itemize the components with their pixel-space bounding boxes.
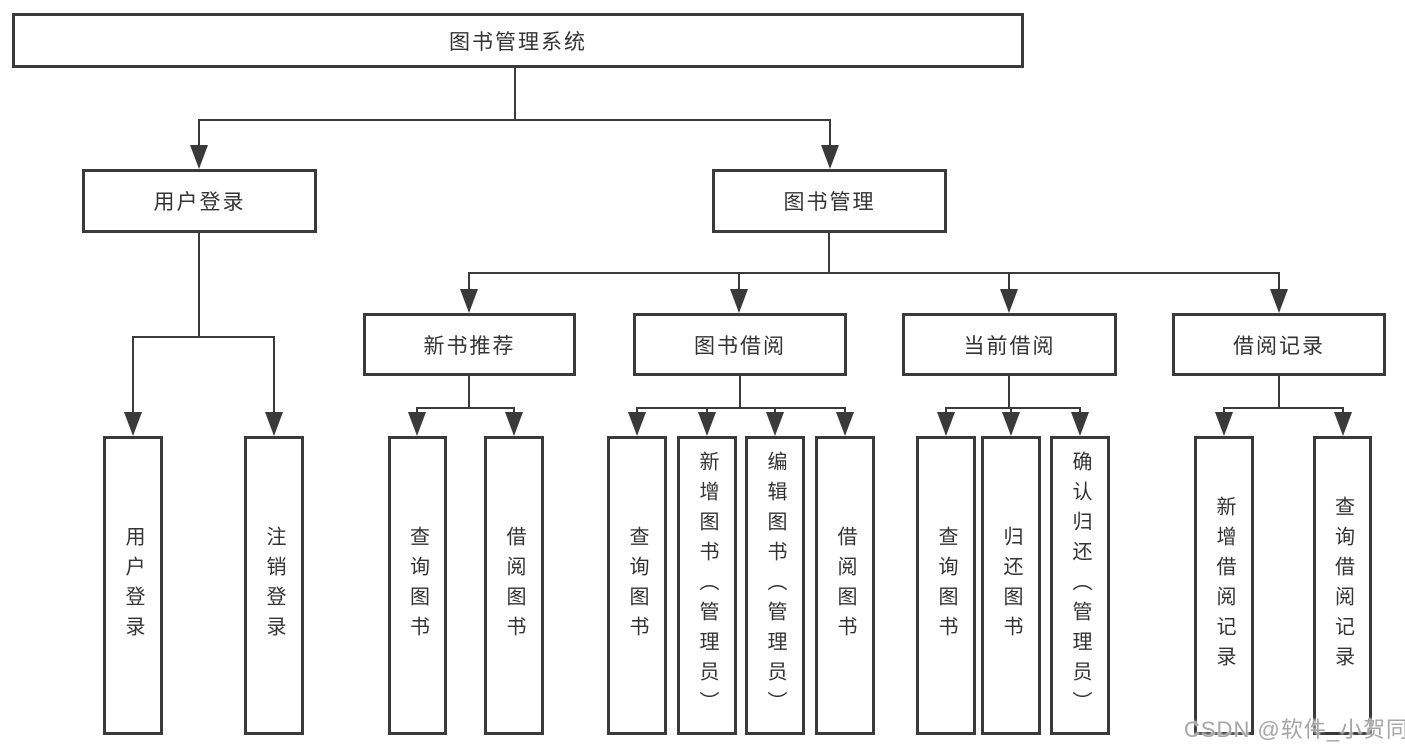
leaf-recommend-borrow-book: 借阅图书: [484, 436, 544, 735]
arrow-down-icon: [190, 145, 208, 169]
connector-line: [945, 407, 1081, 409]
arrow-down-icon: [1334, 412, 1352, 436]
connector-line: [1008, 376, 1010, 408]
leaf-user-login-label: 用户登录: [122, 525, 144, 646]
leaf-borrow-query-book-label: 查询图书: [626, 525, 648, 646]
leaf-logout: 注销登录: [244, 436, 304, 735]
arrow-down-icon: [265, 412, 283, 436]
arrow-down-icon: [1270, 289, 1288, 313]
leaf-recommend-query-book-label: 查询图书: [406, 525, 429, 646]
connector-line: [198, 119, 200, 151]
node-current-borrow: 当前借阅: [902, 313, 1117, 376]
connector-line: [198, 233, 200, 336]
leaf-edit-book-admin-label: 编辑图书（管理员）: [764, 450, 786, 721]
arrow-down-icon: [766, 412, 784, 436]
connector-line: [468, 272, 470, 296]
arrow-down-icon: [505, 412, 523, 436]
arrow-down-icon: [1000, 289, 1018, 313]
connector-line: [198, 119, 831, 121]
leaf-current-query-book-label: 查询图书: [935, 525, 957, 646]
leaf-add-borrow-record: 新增借阅记录: [1194, 436, 1254, 735]
node-borrow-records-label: 借阅记录: [1233, 334, 1325, 358]
node-root: 图书管理系统: [12, 13, 1024, 68]
leaf-borrow-query-book: 查询图书: [607, 436, 667, 735]
leaf-query-borrow-record: 查询借阅记录: [1313, 436, 1372, 735]
node-user-login-label: 用户登录: [153, 191, 246, 214]
connector-line: [514, 67, 516, 119]
arrow-down-icon: [836, 412, 854, 436]
arrow-down-icon: [698, 412, 716, 436]
leaf-add-book-admin: 新增图书（管理员）: [677, 436, 737, 735]
leaf-logout-label: 注销登录: [263, 525, 285, 646]
leaf-query-borrow-record-label: 查询借阅记录: [1331, 495, 1354, 676]
arrow-down-icon: [937, 412, 955, 436]
connector-line: [469, 272, 1280, 274]
node-book-management: 图书管理: [712, 169, 947, 233]
connector-line: [1008, 272, 1010, 296]
connector-line: [1278, 376, 1280, 408]
arrow-down-icon: [1002, 412, 1020, 436]
connector-line: [1223, 407, 1344, 409]
leaf-return-book: 归还图书: [981, 436, 1041, 735]
connector-line: [132, 336, 275, 338]
arrow-down-icon: [730, 289, 748, 313]
connector-line: [1278, 272, 1280, 296]
connector-line: [468, 376, 470, 408]
leaf-recommend-query-book: 查询图书: [388, 436, 447, 735]
node-book-borrow: 图书借阅: [633, 313, 847, 376]
connector-line: [738, 272, 740, 296]
arrow-down-icon: [408, 412, 426, 436]
node-root-label: 图书管理系统: [449, 30, 587, 54]
node-new-book-recommend: 新书推荐: [363, 313, 576, 376]
node-book-borrow-label: 图书借阅: [694, 334, 786, 358]
leaf-borrow-book-label: 借阅图书: [834, 525, 856, 646]
arrow-down-icon: [628, 412, 646, 436]
connector-line: [829, 119, 831, 151]
leaf-return-book-label: 归还图书: [1000, 525, 1022, 646]
connector-line: [739, 376, 741, 408]
leaf-recommend-borrow-book-label: 借阅图书: [503, 525, 525, 646]
arrow-down-icon: [124, 412, 142, 436]
connector-line: [416, 407, 515, 409]
node-user-login: 用户登录: [82, 169, 317, 233]
connector-line: [132, 336, 134, 418]
node-new-book-recommend-label: 新书推荐: [423, 334, 516, 358]
arrow-down-icon: [1215, 412, 1233, 436]
connector-line: [636, 407, 846, 409]
leaf-borrow-book: 借阅图书: [815, 436, 875, 735]
node-book-management-label: 图书管理: [783, 191, 876, 214]
leaf-user-login: 用户登录: [103, 436, 163, 735]
leaf-confirm-return-admin-label: 确认归还（管理员）: [1069, 450, 1091, 721]
connector-line: [828, 233, 830, 273]
leaf-current-query-book: 查询图书: [916, 436, 976, 735]
connector-line: [273, 336, 275, 418]
arrow-down-icon: [821, 145, 839, 169]
node-current-borrow-label: 当前借阅: [963, 334, 1056, 358]
leaf-add-book-admin-label: 新增图书（管理员）: [696, 450, 718, 721]
arrow-down-icon: [460, 289, 478, 313]
leaf-confirm-return-admin: 确认归还（管理员）: [1050, 436, 1110, 735]
leaf-add-borrow-record-label: 新增借阅记录: [1213, 495, 1235, 676]
csdn-watermark: CSDN @软件_小贺同学: [1184, 717, 1405, 742]
node-borrow-records: 借阅记录: [1172, 313, 1386, 376]
arrow-down-icon: [1071, 412, 1089, 436]
leaf-edit-book-admin: 编辑图书（管理员）: [745, 436, 805, 735]
